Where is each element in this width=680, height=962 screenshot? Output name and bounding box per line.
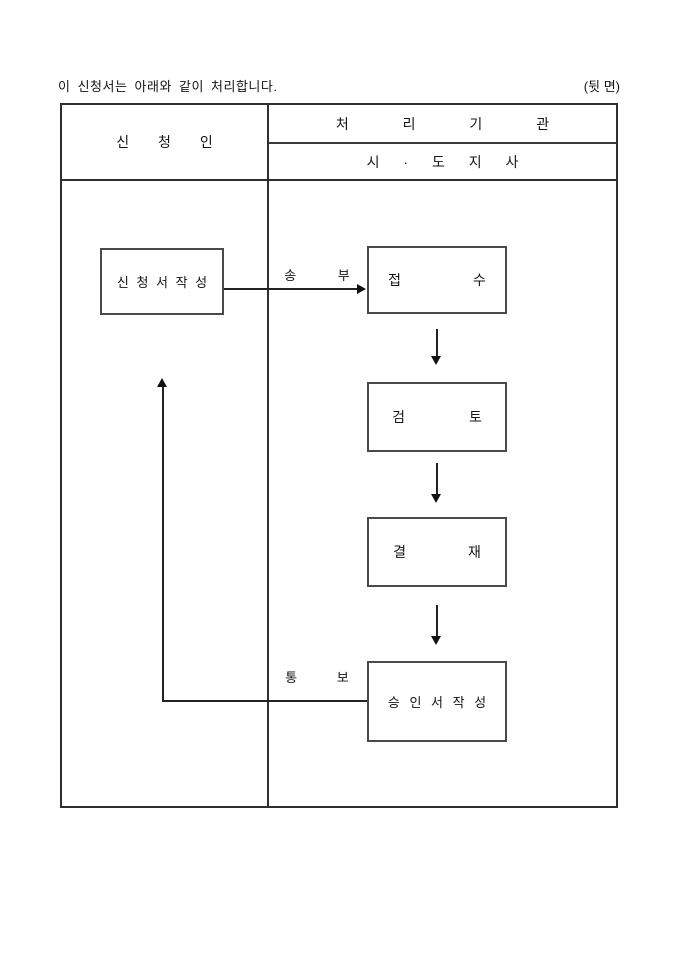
process-table: 신 청 인 처 리 기 관 시 · 도 지 사 [60,103,618,808]
send-arrowhead-icon [357,284,366,294]
receive-to-review-arrowhead-icon [431,356,441,365]
notify-vertical-line [162,387,164,702]
approve-to-writeapproval-arrowhead-icon [431,636,441,645]
back-side-note: (뒷 면) [583,79,620,94]
agency-subheader-governor: 시 · 도 지 사 [366,153,519,170]
flow-node-receive: 접 수 [367,246,507,314]
flow-node-approve: 결 재 [367,517,507,587]
review-to-approve-arrowhead-icon [431,494,441,503]
approve-to-writeapproval-line [436,605,438,637]
receive-to-review-line [436,329,438,357]
header-bottom-border [62,179,616,181]
notify-arrowhead-icon [157,378,167,387]
agency-header-divider [269,142,616,144]
send-edge-label: 송 부 [284,268,350,283]
flow-node-write-approval: 승 인 서 작 성 [367,661,507,742]
notify-horizontal-line [162,700,367,702]
column-divider-line [267,105,269,806]
applicant-column-header: 신 청 인 [116,134,213,150]
notify-edge-label: 통 보 [285,670,349,685]
flow-node-write-application: 신 청 서 작 성 [100,248,224,315]
send-arrow-line [224,288,359,290]
agency-column-header: 처 리 기 관 [335,115,550,132]
flow-node-review: 검 토 [367,382,507,452]
intro-text: 이 신청서는 아래와 같이 처리합니다. [58,79,278,94]
review-to-approve-line [436,463,438,495]
